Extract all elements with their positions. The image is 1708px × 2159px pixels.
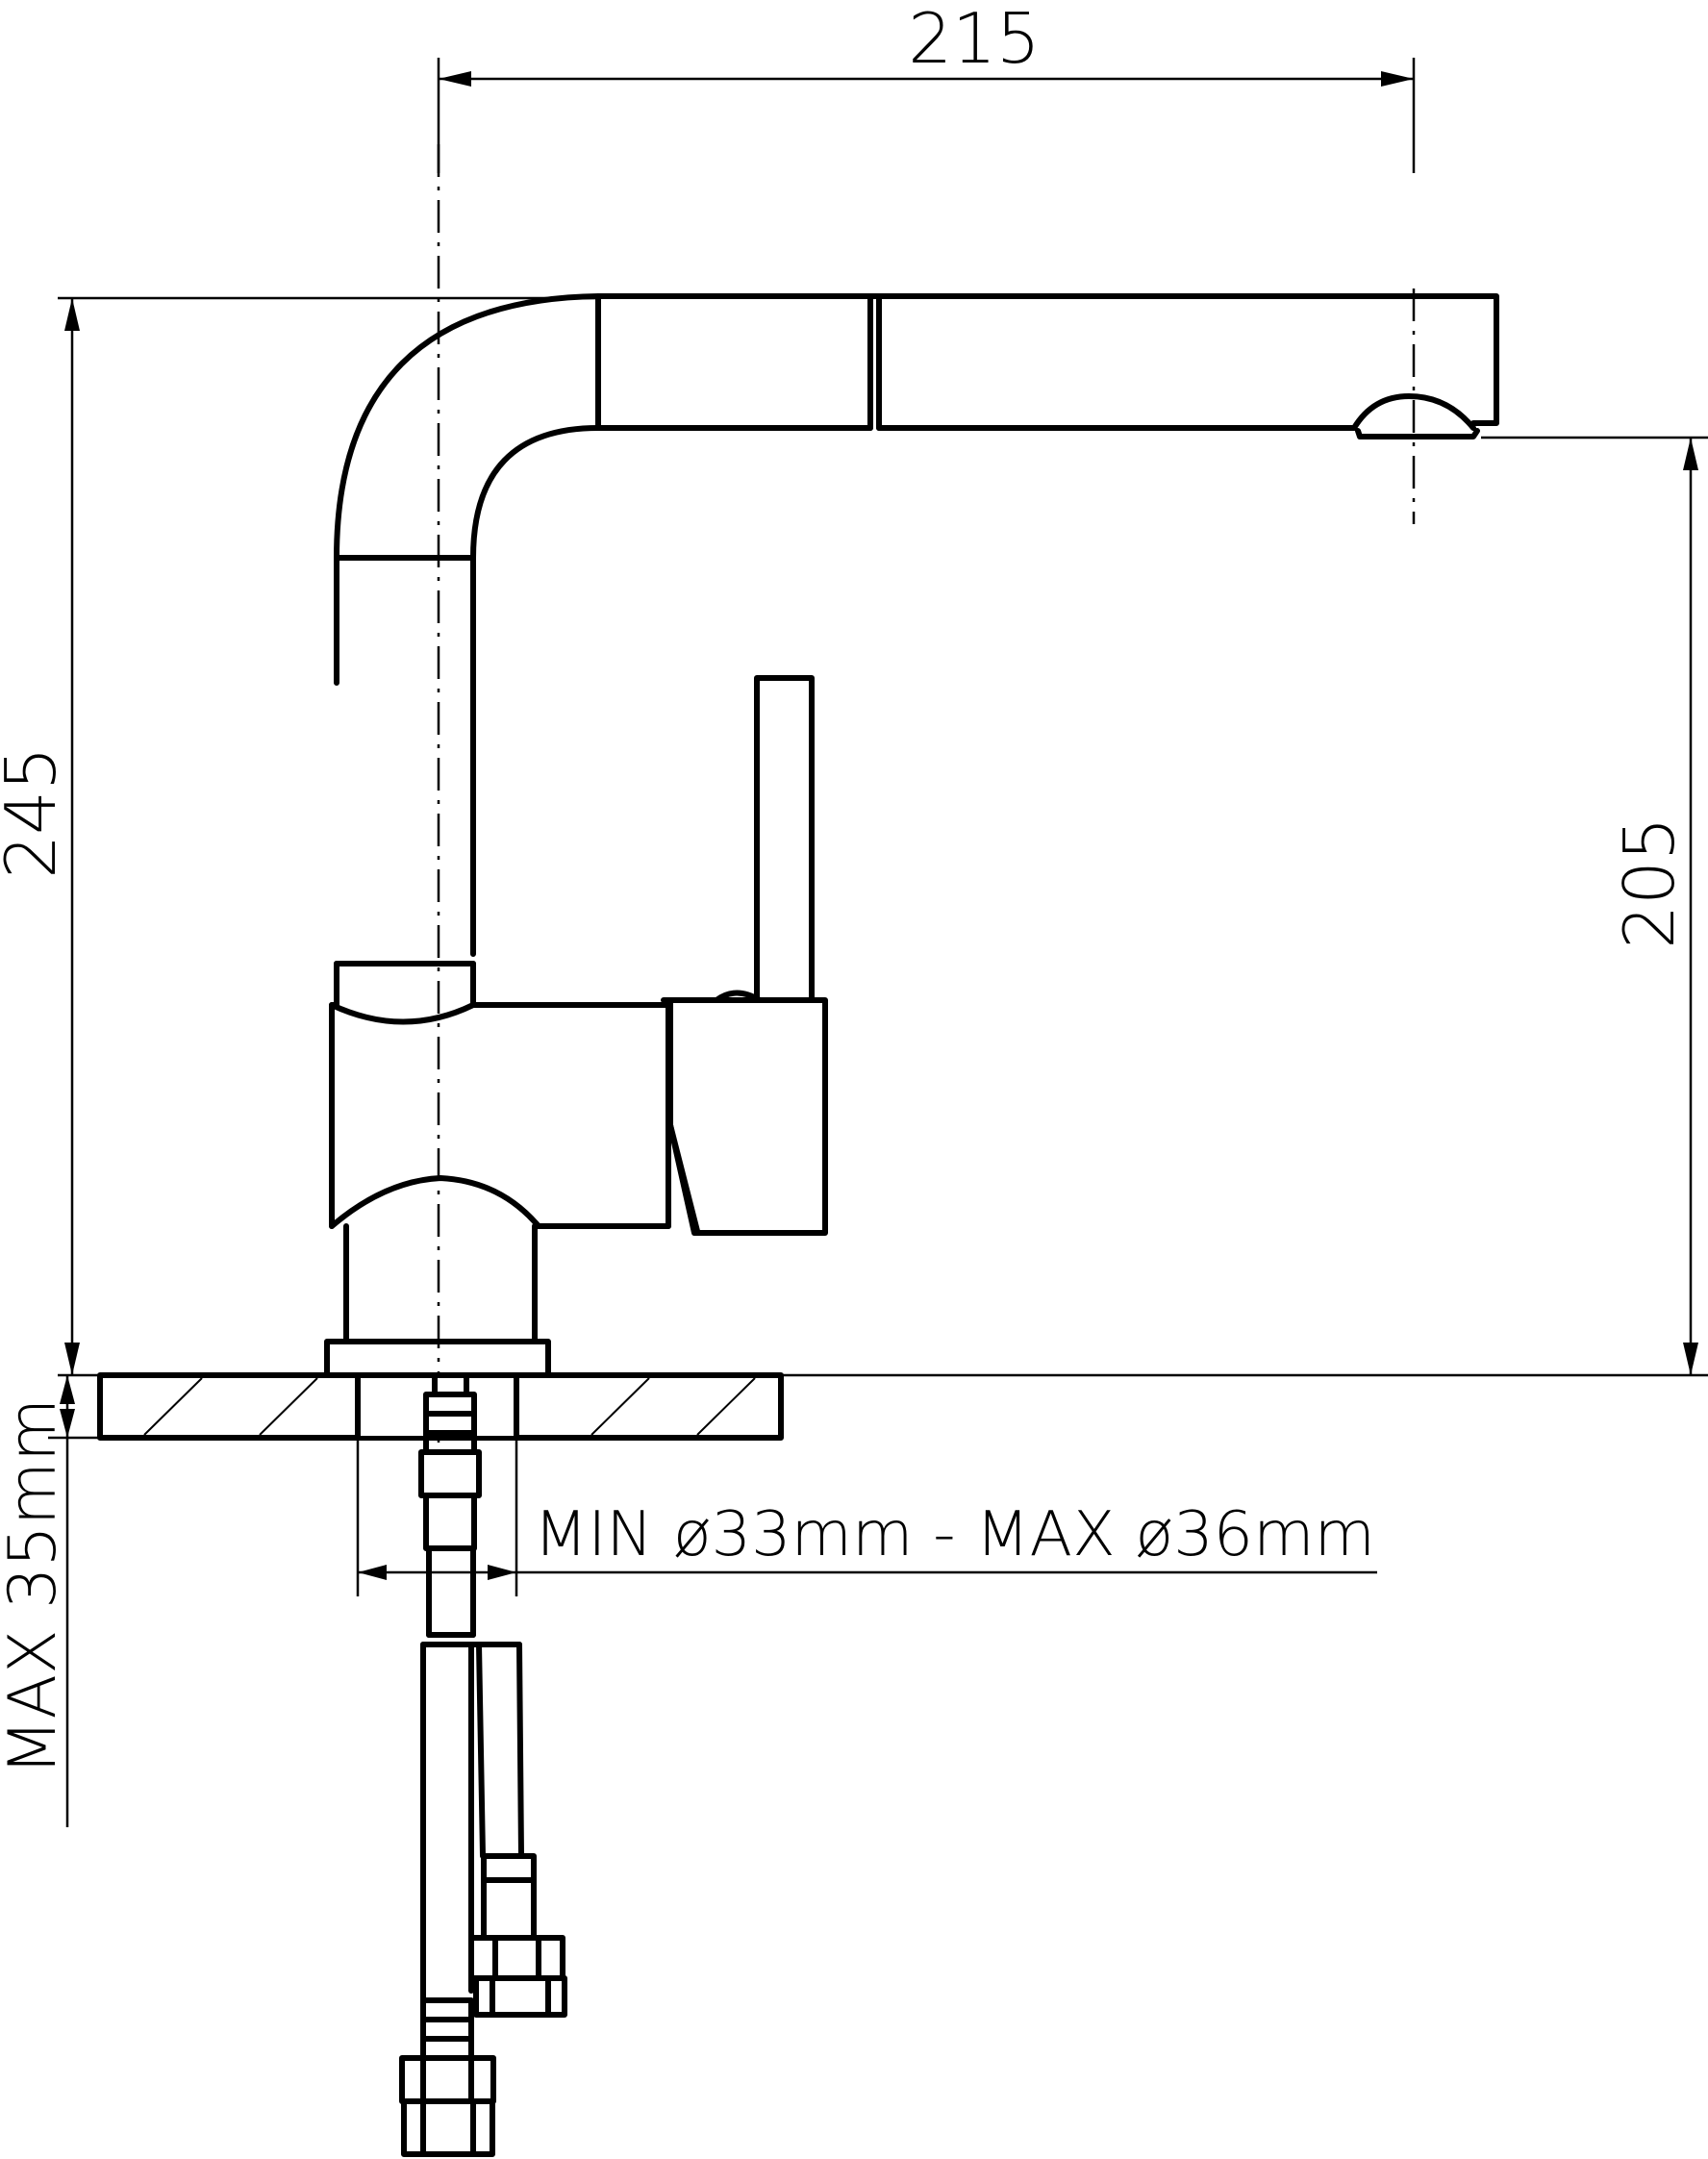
- hose-fitting-right: [468, 1853, 567, 2018]
- outlet-height-label: 205: [1609, 816, 1690, 948]
- dimension-spout-reach: 215: [437, 0, 1416, 173]
- faucet-lever-handle: [661, 675, 828, 1236]
- total-height-label: 245: [0, 746, 71, 878]
- deck-hatching: [143, 1377, 756, 1436]
- deck-thickness-label: MAX 35mm: [0, 1398, 71, 1775]
- faucet-body: [329, 961, 671, 1344]
- dimension-deck-thickness: MAX 35mm: [0, 1375, 221, 1827]
- hose-fitting-left: [399, 1997, 496, 2157]
- supply-hoses: [418, 1372, 524, 2003]
- hole-diameter-label: MIN ø33mm - MAX ø36mm: [534, 1499, 1375, 1570]
- sink-deck: [97, 1372, 784, 1441]
- faucet-spout: [334, 293, 1499, 967]
- dimension-total-height: 245: [0, 296, 596, 1377]
- spout-reach-label: 215: [908, 0, 1040, 79]
- dimension-outlet-height: 205: [781, 436, 1708, 1377]
- dimension-hole-diameter: MIN ø33mm - MAX ø36mm: [356, 1438, 1377, 1596]
